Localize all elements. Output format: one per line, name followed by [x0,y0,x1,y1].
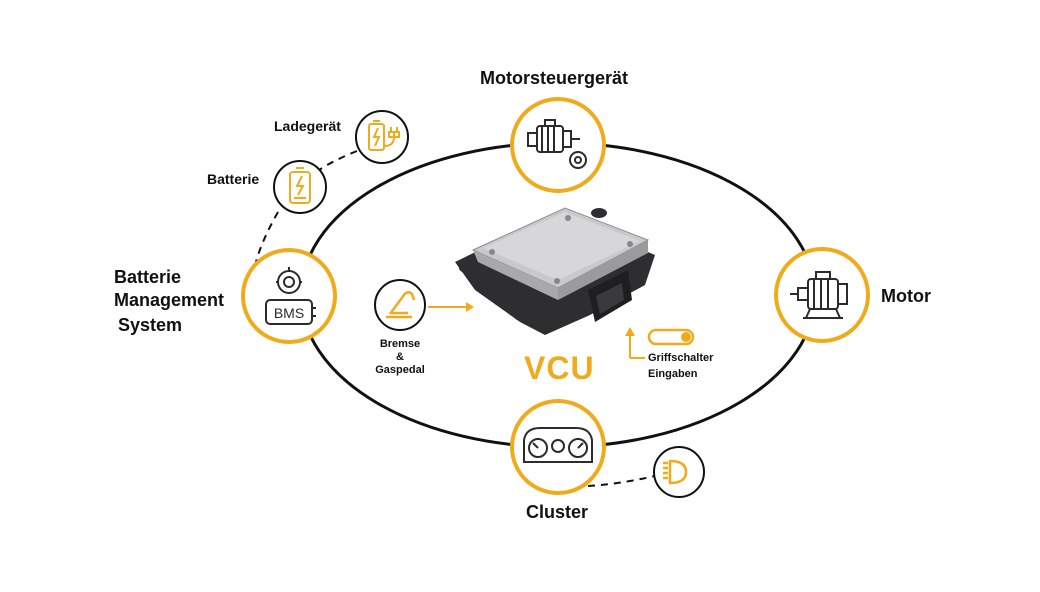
bms-badge-label: BMS [274,305,304,321]
label-ladegeraet: Ladegerät [274,118,341,134]
connector-charger-battery [309,150,358,179]
node-motorsteuergeraet [510,97,606,193]
vcu-device-image [455,207,655,335]
label-bms-line2: Management [114,290,225,310]
charger-icon [368,120,400,151]
node-ladegeraet [355,110,409,164]
label-pedal: Bremse & Gaspedal [368,338,432,377]
toggle-switch-icon [647,328,695,346]
connector-cluster-light [587,475,656,487]
label-pedal-line1: Bremse [379,338,421,350]
motor-controller-icon [527,119,587,169]
node-motor [774,247,870,343]
input-pedal [374,279,474,331]
label-switch: Griffschalter Eingaben [648,352,713,381]
label-bms-line1: Batterie [114,267,182,287]
label-pedal-line2: & [396,351,404,363]
battery-icon [289,167,311,204]
label-motorsteuergeraet: Motorsteuergerät [480,68,629,88]
label-bms-line3: System [118,315,183,335]
headlight-icon [663,459,688,485]
label-switch-line2: Eingaben [648,368,698,380]
label-cluster: Cluster [526,502,589,522]
input-switch [625,327,695,359]
label-motor: Motor [881,286,931,306]
node-cluster [510,399,606,495]
pedal-icon [386,291,416,319]
node-batterie [273,160,327,214]
label-pedal-line3: Gaspedal [375,364,425,376]
motor-icon [790,271,848,319]
vcu-title: VCU [524,350,595,386]
label-batterie: Batterie [207,171,260,187]
instrument-cluster-icon [523,427,593,463]
node-light [653,446,705,498]
node-bms: BMS [241,248,337,344]
label-switch-line1: Griffschalter [648,352,714,364]
connector-battery-bms [255,211,279,263]
bms-icon [265,267,316,325]
